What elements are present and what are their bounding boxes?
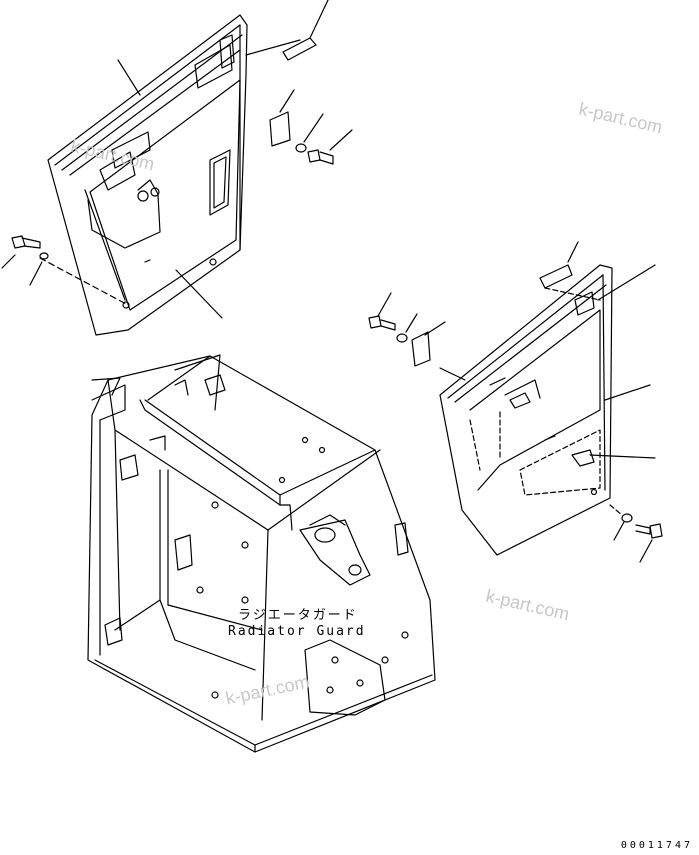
right-cover-panel	[439, 241, 656, 556]
radiator-guard-frame	[87, 354, 436, 753]
right-panel-hardware	[368, 264, 663, 563]
part-label-jp: ラジエータガード	[238, 608, 358, 623]
part-label-en: Radiator Guard	[228, 624, 366, 639]
left-cover-panel	[47, 14, 248, 336]
upper-bracket-parts	[245, 0, 353, 165]
document-id: 00011747	[620, 840, 693, 851]
bolt-left	[1, 235, 129, 306]
